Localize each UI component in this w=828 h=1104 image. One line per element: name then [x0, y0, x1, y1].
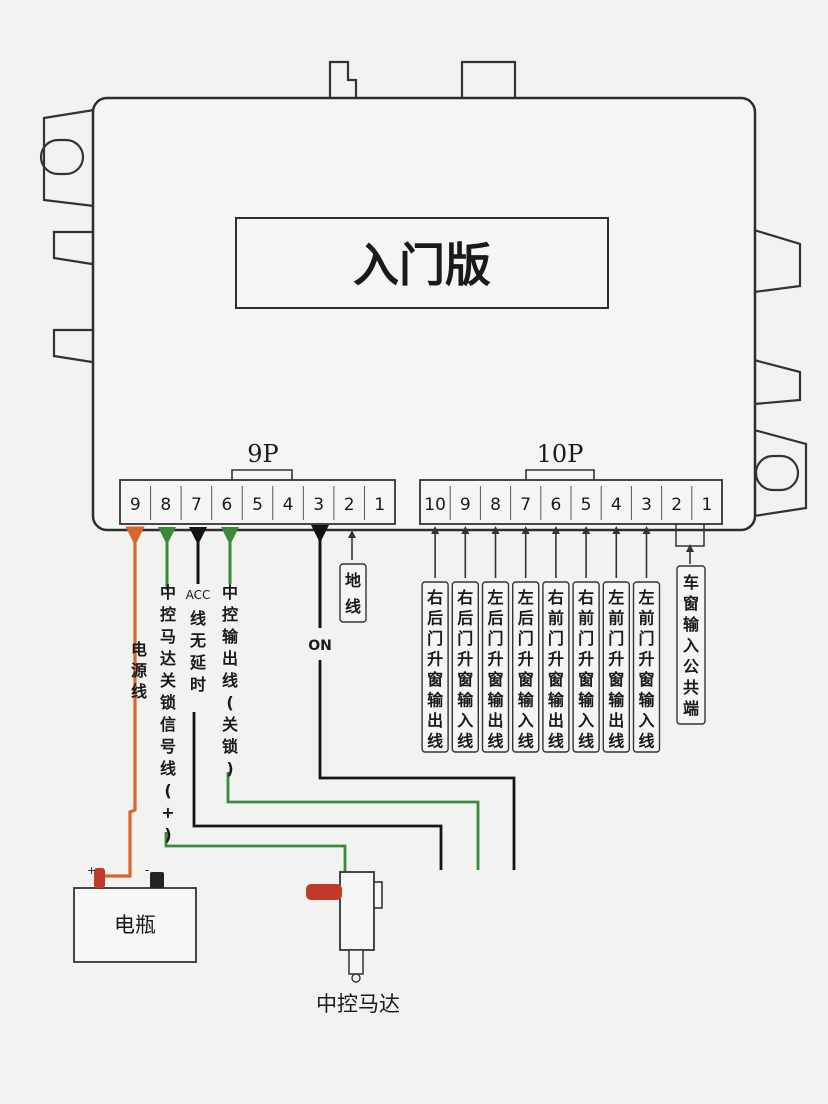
connector-9p-label: 9P — [247, 440, 278, 468]
pin-label: 10 — [424, 495, 446, 515]
pin-label: 9 — [460, 495, 471, 515]
window-input-label: 左前门升窗输入线 — [637, 588, 655, 751]
window-input-box — [451, 581, 479, 753]
connector-10p-label: 10P — [537, 440, 584, 468]
window-input-label: 右后门升窗输出线 — [427, 588, 444, 751]
pin-label: 5 — [252, 495, 263, 515]
window-input-box — [632, 581, 661, 753]
module-body — [91, 96, 757, 532]
pin-label: 7 — [520, 495, 531, 515]
pin-label: 2 — [344, 495, 355, 515]
motor-label: 中控马达 — [316, 992, 400, 1016]
pin-label: 6 — [222, 495, 233, 515]
power-wire — [104, 526, 145, 878]
window-input-box — [602, 581, 630, 753]
central-lock-motor — [306, 871, 383, 983]
battery-plus-sign: + — [87, 864, 96, 877]
on-wire-run — [318, 660, 516, 870]
pin-label: 5 — [581, 495, 592, 515]
window-input-label: 左后门升窗输入线 — [517, 588, 535, 751]
acc-wire-run — [192, 712, 443, 870]
module-title: 入门版 — [353, 238, 491, 292]
pin-label: 9 — [130, 495, 141, 515]
common-label-box — [676, 565, 706, 725]
motor-actuator-rod — [306, 884, 342, 900]
battery-positive-terminal — [94, 868, 105, 888]
window-input-box — [421, 581, 449, 753]
pin-label: 7 — [191, 495, 202, 515]
pin-label: 4 — [611, 495, 622, 515]
pin-label: 3 — [641, 495, 652, 515]
pin-label: 6 — [550, 495, 561, 515]
output-wire-label: 中控输出线(关锁) — [222, 583, 239, 778]
ground-label: 地线 — [345, 571, 361, 616]
ground-label-box — [339, 563, 367, 623]
window-input-box — [512, 581, 540, 753]
pin-label: 8 — [160, 495, 171, 515]
power-wire-label: 电源线 — [131, 640, 147, 701]
pin-label: 3 — [313, 495, 324, 515]
window-input-box — [542, 581, 570, 753]
common-label: 车窗输入公共端 — [683, 573, 700, 718]
window-input-label: 右前门升窗输入线 — [578, 588, 595, 751]
pin-label: 8 — [490, 495, 501, 515]
window-input-label: 右前门升窗输出线 — [548, 588, 565, 751]
lock-signal-label: 中控马达关锁信号线(+) — [160, 583, 176, 844]
window-inputs: 右后门升窗输出线右后门升窗输入线左后门升窗输出线左后门升窗输入线右前门升窗输出线… — [421, 526, 661, 753]
window-input-label: 左前门升窗输出线 — [607, 588, 625, 751]
mounting-brackets — [39, 60, 808, 518]
battery: + - 电瓶 — [73, 863, 197, 963]
acc-prefix-label: ACC — [186, 588, 211, 602]
pin-label: 1 — [701, 495, 712, 515]
window-input-box — [572, 581, 600, 753]
pin-label: 4 — [283, 495, 294, 515]
pin-label: 2 — [671, 495, 682, 515]
on-wire-label: ON — [308, 638, 332, 654]
battery-minus-sign: - — [145, 863, 149, 877]
window-input-box — [481, 581, 510, 753]
title-box — [235, 217, 609, 309]
window-input-label: 左后门升窗输出线 — [486, 588, 504, 751]
acc-wire-label: 线无延时 — [189, 609, 207, 694]
battery-label: 电瓶 — [114, 913, 156, 937]
lock-signal-wire-run — [164, 832, 347, 872]
output-wire-run — [226, 772, 480, 870]
window-input-label: 右后门升窗输入线 — [457, 588, 474, 751]
pin-label: 1 — [374, 495, 385, 515]
